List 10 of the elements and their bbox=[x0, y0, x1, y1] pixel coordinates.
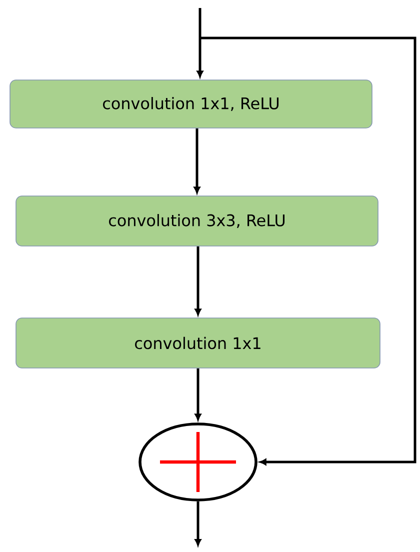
arrow bbox=[194, 501, 202, 546]
sum-circle bbox=[138, 422, 258, 502]
arrow bbox=[196, 8, 204, 78]
arrow bbox=[200, 36, 416, 466]
arrow bbox=[194, 246, 202, 316]
arrow bbox=[194, 128, 200, 194]
process-box: convolution 1x1, ReLU bbox=[10, 80, 372, 128]
arrow bbox=[194, 368, 202, 420]
process-box: convolution 1x1 bbox=[16, 318, 380, 368]
process-box: convolution 3x3, ReLU bbox=[16, 196, 378, 246]
